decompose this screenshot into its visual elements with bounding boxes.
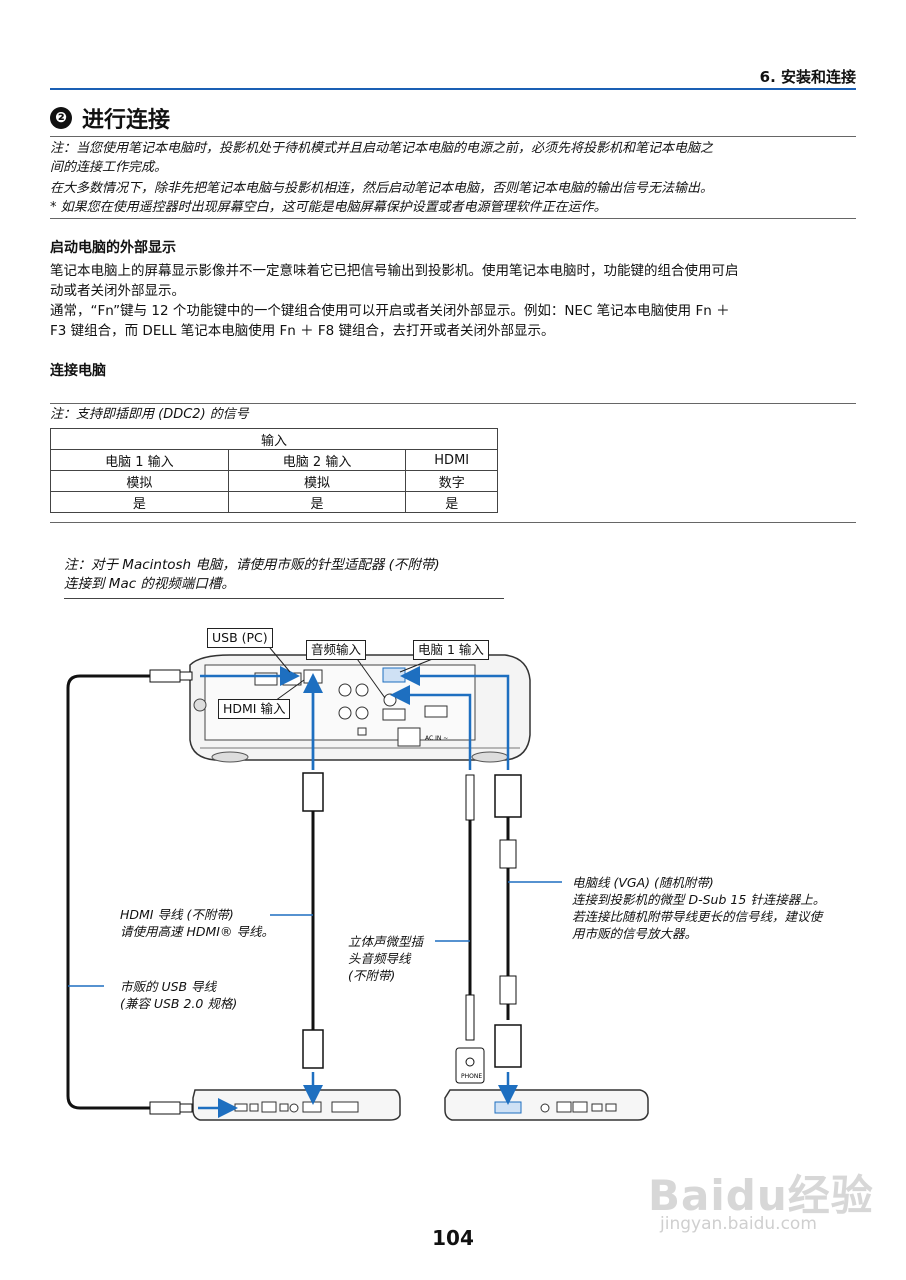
- laptop-left: [192, 1089, 401, 1121]
- audio-cable-caption: 立体声微型插 头音频导线 (不附带): [348, 933, 423, 984]
- audio-port: [383, 693, 397, 707]
- note-line: 间的连接工作完成。: [50, 160, 168, 175]
- hdmi-cable-caption: HDMI 导线 (不附带) 请使用高速 HDMI® 导线。: [120, 906, 274, 940]
- input-table: 输入 电脑 1 输入 电脑 2 输入 HDMI 模拟 模拟 数字 是 是 是: [50, 428, 498, 513]
- watermark-url: jingyan.baidu.com: [660, 1214, 817, 1234]
- caption-line: 市贩的 USB 导线: [120, 979, 217, 994]
- table-cell: 是: [405, 491, 498, 513]
- connect-pc-heading: 连接电脑: [50, 363, 106, 379]
- table-cell: 数字: [405, 470, 498, 492]
- caption-line: 电脑线 (VGA) (随机附带): [572, 875, 714, 890]
- phone-label: PHONE: [461, 1073, 482, 1080]
- computer1-in-label: 电脑 1 输入: [413, 640, 489, 660]
- note-line: * 如果您在使用遥控器时出现屏幕空白，这可能是电脑屏幕保护设置或者电源管理软件正…: [50, 200, 607, 215]
- caption-line: 连接到投影机的微型 D-Sub 15 针连接器上。: [572, 892, 826, 907]
- audio-cable: PHONE: [390, 685, 485, 1084]
- note-rule: [50, 403, 856, 404]
- paragraph-line: 笔记本电脑上的屏幕显示影像并不一定意味着它已把信号输出到投影机。使用笔记本电脑时…: [50, 263, 739, 279]
- note-rule: [50, 218, 856, 219]
- table-cell: 是: [50, 491, 229, 513]
- watermark-logo: Baidu经验: [648, 1171, 874, 1220]
- vga-port: [382, 667, 406, 683]
- projector: AC IN ~: [189, 654, 531, 763]
- ac-inlet: [397, 727, 421, 747]
- section-number: ❷: [50, 107, 72, 129]
- chapter-title: 6. 安装和连接: [759, 68, 856, 86]
- caption-line: 若连接比随机附带导线更长的信号线，建议使: [572, 909, 823, 924]
- usb-pc-label: USB (PC): [207, 628, 273, 648]
- table-row: 电脑 1 输入 电脑 2 输入 HDMI: [50, 449, 498, 471]
- vga-cable-caption: 电脑线 (VGA) (随机附带) 连接到投影机的微型 D-Sub 15 针连接器…: [572, 874, 825, 942]
- caption-line: (兼容 USB 2.0 规格): [120, 996, 238, 1011]
- mac-note-rule: [64, 598, 504, 599]
- paragraph-line: F3 键组合，而 DELL 笔记本电脑使用 Fn ＋ F8 键组合，去打开或者关…: [50, 323, 555, 339]
- caption-line: HDMI 导线 (不附带): [120, 907, 234, 922]
- caption-line: 用市贩的信号放大器。: [572, 926, 698, 941]
- external-display-heading: 启动电脑的外部显示: [50, 240, 176, 256]
- table-cell: 是: [227, 491, 407, 513]
- ddc-note: 注：支持即插即用 (DDC2) 的信号: [50, 407, 249, 422]
- note-line: 在大多数情况下，除非先把笔记本电脑与投影机相连，然后启动笔记本电脑，否则笔记本电…: [50, 181, 714, 196]
- mac-note-line: 注：对于 Macintosh 电脑，请使用市贩的针型适配器 (不附带): [64, 557, 440, 573]
- section-title: 进行连接: [82, 108, 171, 133]
- vga-cable: [400, 666, 522, 1105]
- page-number: 104: [432, 1226, 474, 1250]
- usb-cable-caption: 市贩的 USB 导线 (兼容 USB 2.0 规格): [120, 978, 237, 1012]
- table-cell: 电脑 1 输入: [50, 449, 229, 471]
- section-rule: [50, 136, 856, 137]
- caption-line: 头音频导线: [348, 951, 411, 966]
- table-bottom-rule: [50, 522, 856, 523]
- caption-line: 请使用高速 HDMI® 导线。: [120, 924, 274, 939]
- ac-label: AC IN ~: [425, 735, 448, 742]
- caption-line: (不附带): [348, 968, 396, 983]
- paragraph-line: 通常，“Fn”键与 12 个功能键中的一个键组合使用可以开启或者关闭外部显示。例…: [50, 303, 730, 319]
- hdmi-cable: [302, 673, 324, 1105]
- hdmi-in-label: HDMI 输入: [218, 699, 291, 719]
- table-row: 是 是 是: [50, 491, 498, 513]
- paragraph-line: 动或者关闭外部显示。: [50, 283, 185, 299]
- audio-in-label: 音频输入: [306, 640, 367, 660]
- mac-note: 注：对于 Macintosh 电脑，请使用市贩的针型适配器 (不附带) 连接到 …: [64, 556, 504, 594]
- caption-line: 立体声微型插: [348, 934, 424, 949]
- note-line: 注：当您使用笔记本电脑时，投影机处于待机模式并且启动笔记本电脑的电源之前，必须先…: [50, 141, 714, 156]
- usb-cable: [66, 666, 300, 1118]
- header-rule: [50, 88, 856, 90]
- laptop-right: [444, 1089, 649, 1121]
- mac-note-line: 连接到 Mac 的视频端口槽。: [64, 576, 235, 592]
